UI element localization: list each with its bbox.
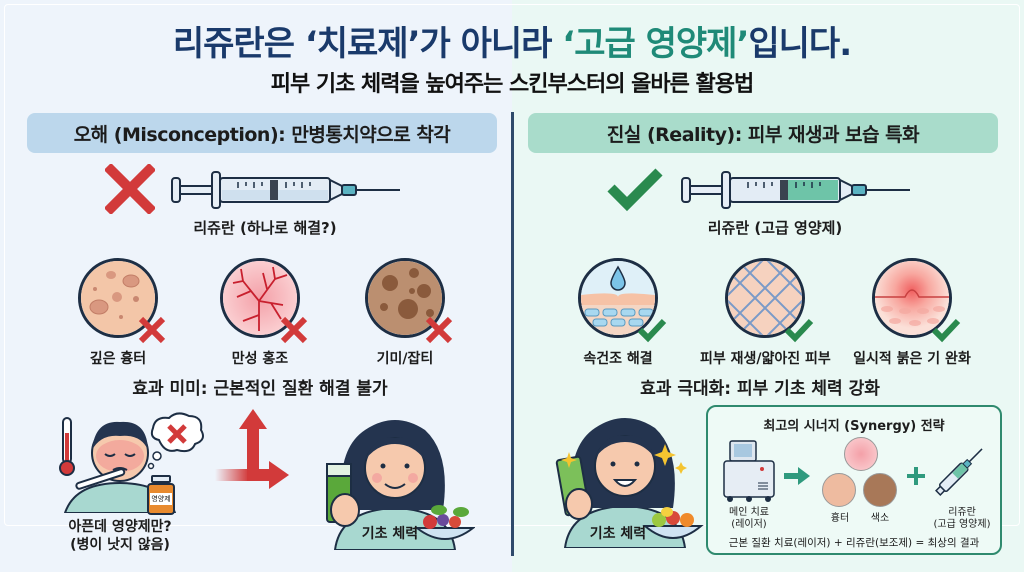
right-syringe-caption: 리쥬란 (고급 영양제) bbox=[707, 219, 843, 237]
benefit-label: 속건조 해결 bbox=[583, 351, 653, 367]
condition-pigmentation: 기미/잡티 bbox=[340, 258, 470, 368]
pigmentation-skin-icon bbox=[365, 258, 453, 344]
thought-bubble-x-icon bbox=[147, 412, 204, 470]
synergy-title: 최고의 시너지 (Synergy) 전략 bbox=[763, 419, 945, 434]
benefit-redness-relief: 일시적 붉은 기 완화 bbox=[847, 258, 977, 368]
scar-label: 흉터 bbox=[830, 513, 850, 524]
sick-caption-line-2: (병이 낫지 않음) bbox=[70, 537, 170, 553]
center-divider bbox=[511, 112, 514, 556]
page-subtitle: 피부 기초 체력을 높여주는 스킨부스터의 올바른 활용법 bbox=[270, 72, 754, 97]
condition-label: 만성 홍조 bbox=[231, 351, 289, 367]
right-healthy-person-label: 기초 체력 bbox=[589, 526, 647, 542]
main-treatment-label: 메인 치료 (레이저) bbox=[714, 507, 784, 531]
condition-deep-scar: 깊은 흉터 bbox=[53, 258, 183, 368]
rejuran-label: 리쥬란 (고급 영양제) bbox=[924, 507, 1000, 531]
reality-header: 진실 (Reality): 피부 재생과 보습 특화 bbox=[528, 113, 998, 153]
x-mark-icon bbox=[105, 164, 155, 214]
condition-chronic-redness: 만성 홍조 bbox=[195, 258, 325, 368]
synergy-redness-circle-icon bbox=[844, 437, 878, 471]
chronic-redness-skin-icon bbox=[220, 258, 308, 344]
redness-relief-icon bbox=[872, 258, 961, 343]
rejuran-line-1: 리쥬란 bbox=[948, 507, 976, 518]
condition-label: 기미/잡티 bbox=[376, 351, 434, 367]
x-badge-icon bbox=[280, 316, 308, 344]
syringe-icon bbox=[171, 171, 400, 209]
main-treatment-line-1: 메인 치료 bbox=[729, 507, 769, 518]
benefit-hydration: 속건조 해결 bbox=[553, 258, 683, 368]
title-part-2: 입니다. bbox=[748, 24, 852, 64]
benefit-regeneration: 피부 재생/얇아진 피부 bbox=[700, 258, 831, 368]
page-title: 리쥬란은 ‘치료제’가 아니라 ‘고급 영양제’입니다. bbox=[0, 16, 1024, 65]
synergy-formula: 근본 질환 치료(레이저) + 리쥬란(보조제) = 최상의 결과 bbox=[728, 537, 980, 549]
title-part-1: 리쥬란은 ‘치료제’가 아니라 bbox=[172, 24, 563, 64]
hydration-skin-icon bbox=[578, 258, 667, 343]
benefit-label: 피부 재생/얇아진 피부 bbox=[700, 351, 831, 367]
title-accent: ‘고급 영양제’ bbox=[562, 24, 749, 64]
red-turn-arrow-icon bbox=[215, 409, 289, 489]
check-badge-icon bbox=[784, 318, 814, 343]
synergy-scar-circle-icon bbox=[822, 473, 856, 507]
healthy-person-illustration bbox=[326, 420, 475, 550]
pigment-label: 색소 bbox=[870, 513, 890, 524]
misconception-header: 오해 (Misconception): 만병통치약으로 착각 bbox=[27, 113, 497, 153]
check-badge-icon bbox=[931, 318, 961, 343]
main-treatment-line-2: (레이저) bbox=[731, 519, 767, 530]
plus-icon bbox=[907, 467, 925, 485]
benefit-label: 일시적 붉은 기 완화 bbox=[853, 351, 971, 367]
check-mark-icon bbox=[607, 168, 663, 212]
condition-label: 깊은 흉터 bbox=[89, 351, 147, 367]
supplement-bottle-icon: 영양제 bbox=[147, 475, 175, 515]
left-healthy-person-label: 기초 체력 bbox=[361, 526, 419, 542]
synergy-pigment-circle-icon bbox=[863, 473, 897, 507]
syringe-icon bbox=[681, 171, 910, 209]
left-syringe-caption: 리쥬란 (하나로 해결?) bbox=[193, 219, 337, 237]
arrow-right-icon bbox=[784, 467, 810, 485]
synergy-syringe-icon bbox=[935, 448, 983, 496]
left-effect-line: 효과 미미: 근본적인 질환 해결 불가 bbox=[132, 379, 388, 399]
right-effect-line: 효과 극대화: 피부 기초 체력 강화 bbox=[640, 379, 880, 399]
supplement-bottle-label: 영양제 bbox=[150, 493, 172, 505]
synergy-strategy-box: 최고의 시너지 (Synergy) 전략 메인 치료 (레이저) 흉터 색소 리… bbox=[706, 405, 1002, 555]
rejuran-line-2: (고급 영양제) bbox=[933, 519, 991, 530]
deep-scar-skin-icon bbox=[78, 258, 166, 344]
check-badge-icon bbox=[637, 318, 667, 343]
laser-machine-icon bbox=[723, 440, 775, 502]
healthy-person-sparkle-illustration bbox=[555, 418, 704, 548]
sick-caption-line-1: 아픈데 영양제만? bbox=[68, 519, 172, 535]
x-badge-icon bbox=[425, 316, 453, 344]
sick-person-caption: 아픈데 영양제만? (병이 낫지 않음) bbox=[50, 518, 190, 554]
x-badge-icon bbox=[138, 316, 166, 344]
regeneration-mesh-icon bbox=[725, 258, 814, 343]
